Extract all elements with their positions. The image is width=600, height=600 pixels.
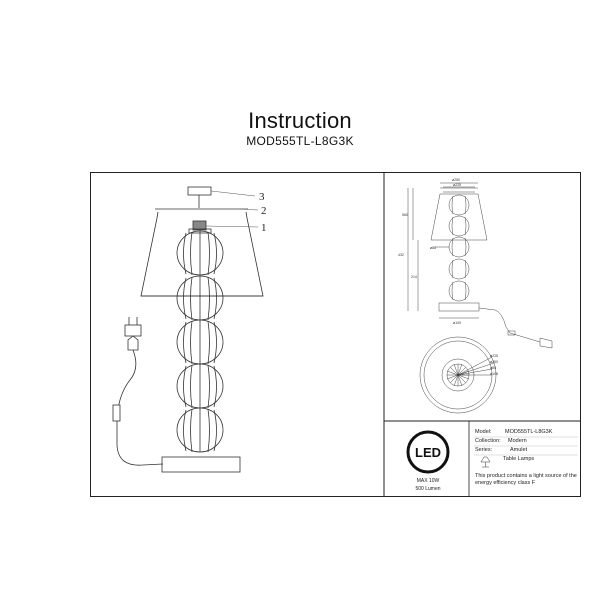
ball-1 — [176, 228, 224, 276]
plan-view — [419, 336, 497, 414]
info-model-value: MOD555TL-L8G3K — [505, 429, 553, 435]
led-lumen: 500 Lumen — [415, 486, 441, 492]
led-logo: LED — [406, 430, 450, 474]
main-lamp — [112, 186, 264, 473]
callout-3: 3 — [259, 191, 265, 203]
dim-ball: ø86 — [430, 246, 436, 250]
power-cord — [116, 349, 164, 466]
info-type-value: Table Lamps — [503, 456, 535, 462]
page-title: Instruction — [248, 108, 352, 133]
plan-dim-2: ø250 — [490, 360, 498, 364]
info-series-value: Amulet — [510, 447, 528, 453]
plan-dim-1: ø225 — [490, 354, 498, 358]
socket — [192, 220, 207, 231]
info-model-label: Model: — [475, 429, 492, 435]
plug — [127, 335, 139, 351]
led-logo-text: LED — [415, 445, 441, 460]
dim-base: ø109 — [453, 321, 461, 325]
led-power: MAX 10W — [416, 478, 440, 484]
cord-switch — [112, 404, 121, 422]
ball-2 — [176, 275, 224, 321]
base — [161, 456, 241, 473]
info-collection-value: Modern — [508, 438, 527, 444]
small-lamp — [407, 182, 553, 349]
plan-dim-4: ø108 — [490, 372, 498, 376]
plan-dim-3: ø86 — [490, 366, 496, 370]
dim-upper: 560 — [402, 213, 408, 217]
callout-2: 2 — [261, 205, 267, 217]
top-cap — [187, 186, 212, 196]
dim-top-1: ø250 — [452, 178, 460, 182]
ball-3 — [176, 319, 224, 365]
dim-total: 432 — [398, 253, 404, 257]
callout-1: 1 — [261, 222, 267, 234]
info-note: This product contains a light source of … — [475, 473, 577, 486]
drawing-frame — [90, 172, 581, 497]
model-code: MOD555TL-L8G3K — [246, 134, 354, 148]
table-lamp-icon — [480, 456, 491, 468]
info-collection-label: Collection: — [475, 438, 501, 444]
ball-4 — [176, 363, 224, 409]
dim-body: 214 — [411, 275, 417, 279]
ball-5 — [176, 407, 224, 453]
info-series-label: Series: — [475, 447, 493, 453]
dim-top-2: ø225 — [453, 183, 461, 187]
